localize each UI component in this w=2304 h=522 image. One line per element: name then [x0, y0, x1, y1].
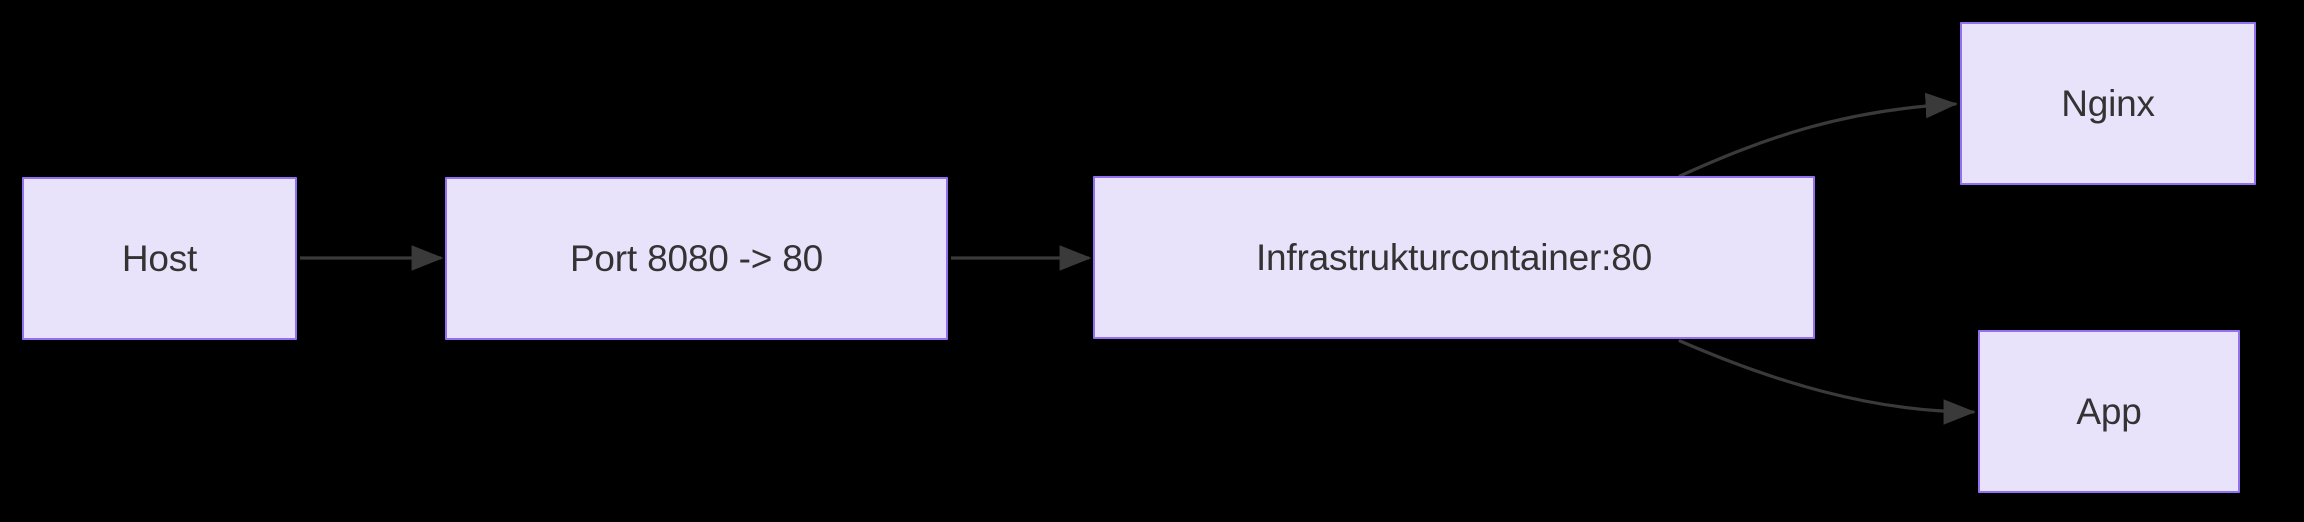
- node-nginx[interactable]: Nginx: [1960, 22, 2256, 185]
- node-host[interactable]: Host: [22, 177, 297, 340]
- node-port-mapping[interactable]: Port 8080 -> 80: [445, 177, 948, 340]
- node-infrastructure-container[interactable]: Infrastrukturcontainer:80: [1093, 176, 1815, 339]
- edge-infra-to-app: [1678, 339, 1976, 425]
- node-app[interactable]: App: [1978, 330, 2240, 493]
- node-infrastructure-container-label: Infrastrukturcontainer:80: [1255, 237, 1653, 278]
- node-port-mapping-label: Port 8080 -> 80: [569, 238, 824, 279]
- node-app-label: App: [2076, 391, 2142, 432]
- node-host-label: Host: [121, 238, 198, 279]
- edge-infra-to-nginx: [1678, 92, 1958, 178]
- node-nginx-label: Nginx: [2061, 83, 2155, 124]
